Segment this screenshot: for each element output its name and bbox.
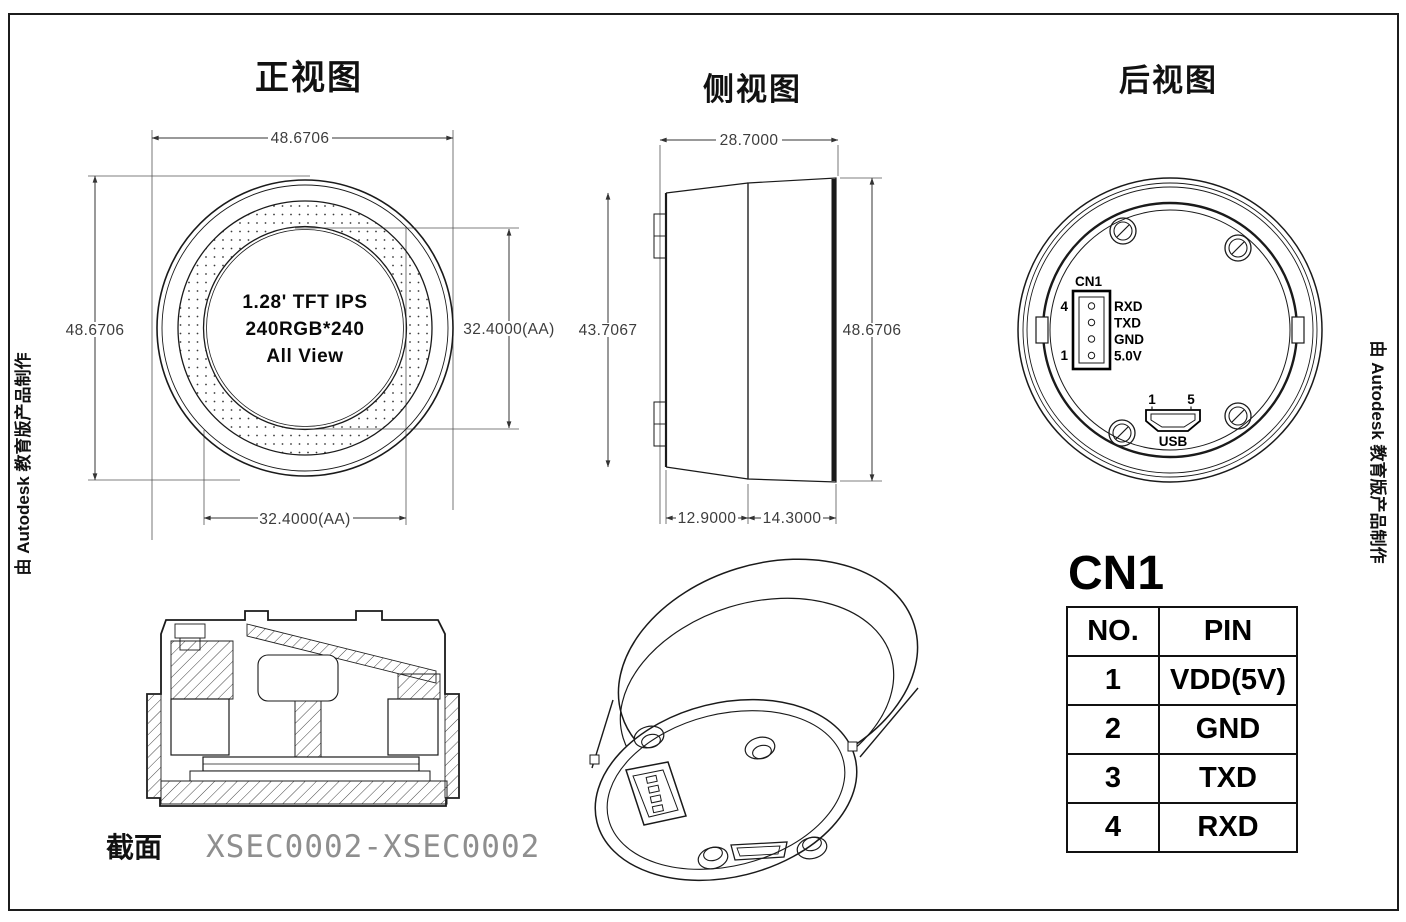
iso-usb-connector — [730, 841, 788, 861]
table-row: 3 TXD — [1066, 753, 1298, 804]
front-view-drawing: 48.6706 48.6706 32.4000(AA) 32.4000(AA) … — [63, 130, 556, 540]
cn1-table-title: CN1 — [1068, 547, 1165, 600]
cn1-pin1-label: 1 — [1060, 348, 1068, 363]
front-dim-bottom: 32.4000(AA) — [259, 511, 350, 528]
table-row: 4 RXD — [1066, 802, 1298, 853]
screw-bottom-left — [1108, 419, 1136, 447]
display-spec-line1: 1.28' TFT IPS — [242, 292, 367, 313]
screw-top-right — [1224, 234, 1252, 262]
usb-label: USB — [1159, 434, 1188, 449]
display-spec-line2: 240RGB*240 — [245, 319, 364, 340]
section-right-flange — [444, 693, 460, 799]
cn1-signal-rxd: RXD — [1114, 299, 1143, 314]
front-view-dimensions: 48.6706 48.6706 32.4000(AA) 32.4000(AA) — [63, 130, 556, 528]
table-row: 1 VDD(5V) — [1066, 655, 1298, 706]
section-label-row: 截面 XSEC0002-XSEC0002 — [106, 826, 540, 866]
front-view-display-label: 1.28' TFT IPS 240RGB*240 All View — [242, 292, 367, 367]
section-left-pocket — [170, 698, 230, 756]
header-pin: PIN — [1158, 606, 1298, 657]
cn1-connector: CN1 4 1 RXD TXD GND 5.0V — [1060, 274, 1144, 371]
iso-body — [589, 558, 919, 882]
cn1-signal-txd: TXD — [1114, 316, 1141, 331]
cn1-signal-5v: 5.0V — [1114, 349, 1142, 364]
usb-pin5-label: 5 — [1187, 392, 1195, 407]
rear-view-screws — [1108, 217, 1252, 447]
front-view-title: 正视图 — [255, 59, 363, 97]
usb-pin1-label: 1 — [1148, 392, 1156, 407]
side-dim-bottom-left: 12.9000 — [678, 510, 737, 527]
side-dim-left: 43.7067 — [579, 322, 638, 339]
rear-view-drawing: CN1 4 1 RXD TXD GND 5.0V 1 5 USB — [1017, 177, 1323, 483]
usb-connector: 1 5 USB — [1145, 392, 1201, 449]
cross-section-drawing — [146, 610, 460, 807]
side-view-body — [653, 177, 837, 483]
section-center-pillar — [294, 700, 322, 758]
section-code: XSEC0002-XSEC0002 — [206, 829, 541, 865]
table-header-row: NO. PIN — [1066, 606, 1298, 657]
display-spec-line3: All View — [266, 346, 343, 367]
side-view-drawing: 28.7000 43.7067 48.6706 12.9000 14.3000 — [577, 132, 903, 527]
front-dim-top: 48.6706 — [271, 130, 330, 147]
cn1-pin-table: CN1 NO. PIN 1 VDD(5V) 2 GND 3 TXD — [1066, 550, 1298, 853]
isometric-view-drawing — [589, 558, 919, 882]
iso-header-connector — [625, 761, 687, 826]
side-view-dimensions: 28.7000 43.7067 48.6706 12.9000 14.3000 — [577, 132, 903, 527]
header-no: NO. — [1066, 606, 1160, 657]
iso-screw-bosses — [633, 725, 828, 870]
screw-top-left — [1109, 217, 1137, 245]
section-right-wall — [397, 673, 441, 700]
front-view-body — [156, 179, 454, 477]
front-dim-right: 32.4000(AA) — [463, 321, 554, 338]
section-left-flange — [146, 693, 162, 799]
side-dim-top: 28.7000 — [720, 132, 779, 149]
cn1-pin4-label: 4 — [1060, 299, 1068, 314]
side-view-extension-lines — [659, 145, 882, 524]
cn1-connector-label: CN1 — [1075, 274, 1102, 289]
front-dim-left: 48.6706 — [66, 322, 125, 339]
side-dim-bottom-right: 14.3000 — [763, 510, 822, 527]
sheet-border — [8, 13, 1399, 911]
section-right-pocket — [387, 698, 439, 756]
section-center-cavity — [257, 654, 339, 702]
side-dim-right: 48.6706 — [843, 322, 902, 339]
section-backplate — [189, 770, 431, 782]
screw-bottom-right — [1224, 402, 1252, 430]
section-left-wall — [170, 640, 234, 700]
rear-view-body — [1017, 177, 1323, 483]
table-row: 2 GND — [1066, 704, 1298, 755]
section-label: 截面 — [106, 832, 163, 863]
cn1-signal-gnd: GND — [1114, 332, 1144, 347]
section-base — [160, 780, 448, 805]
side-view-title: 侧视图 — [703, 72, 802, 107]
rear-view-title: 后视图 — [1119, 63, 1218, 98]
